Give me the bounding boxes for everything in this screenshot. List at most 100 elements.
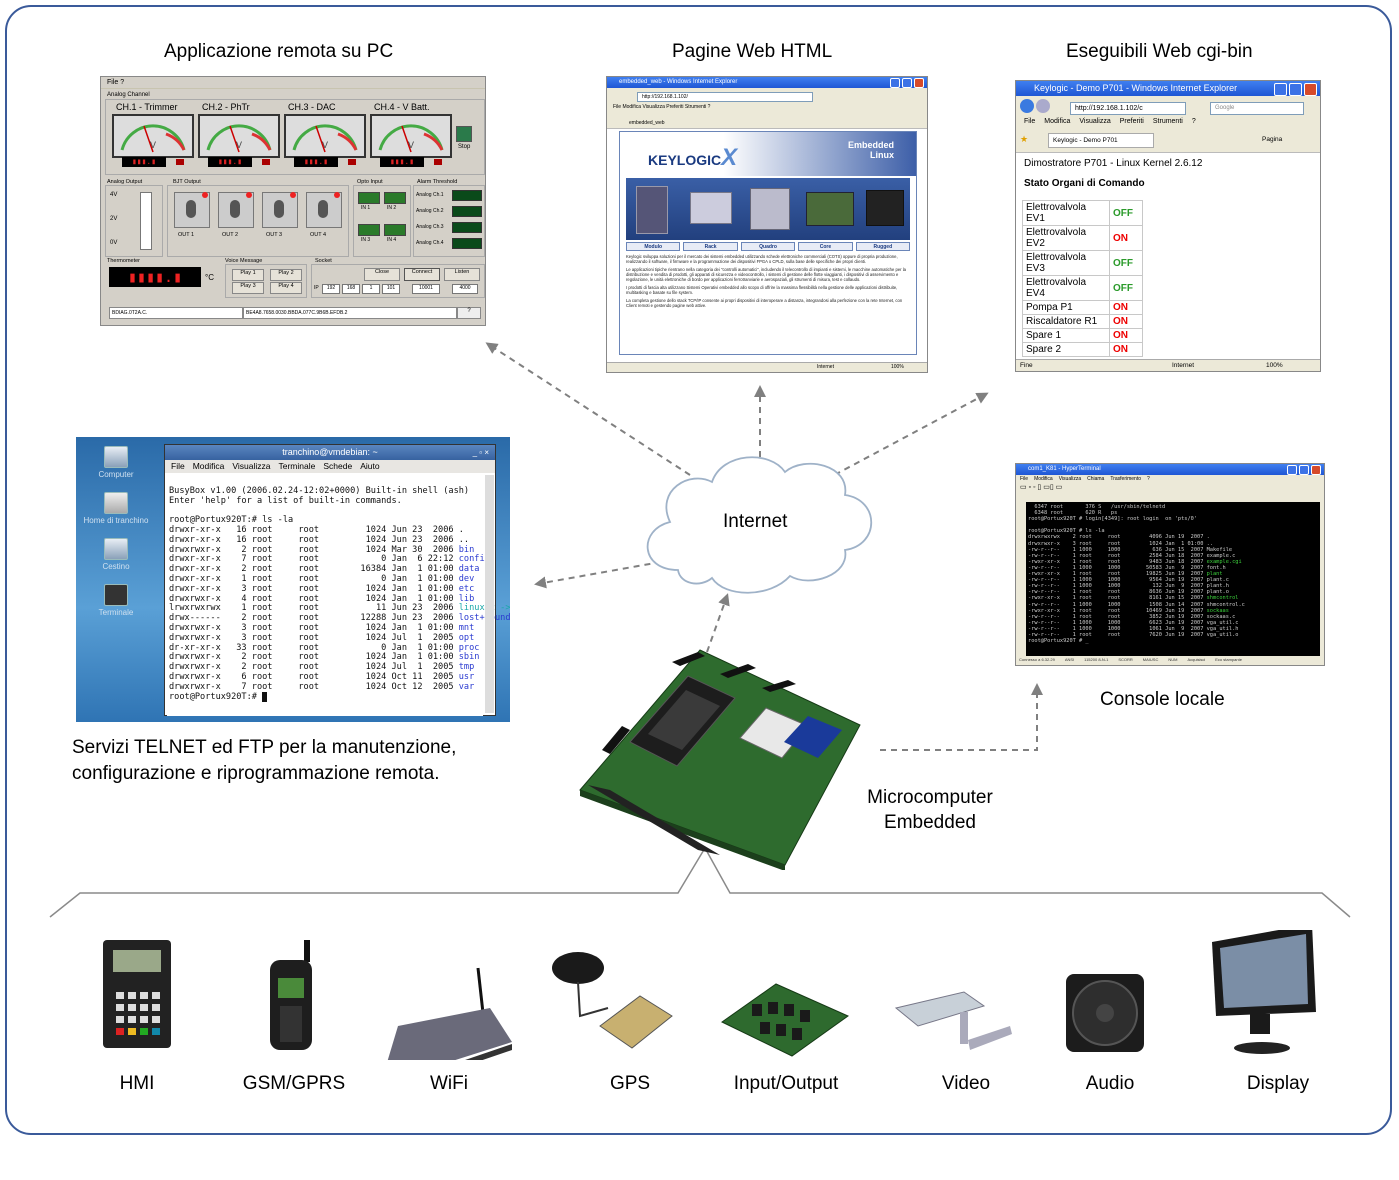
input-label: IN 4 [387, 237, 397, 243]
listing-filename: plant.o [1206, 589, 1229, 596]
web-nav-button[interactable]: Modulo [626, 242, 681, 251]
listen-button[interactable]: Listen [444, 268, 480, 281]
terminal-menu-item[interactable]: Schede [323, 461, 353, 471]
gauge-meter: V [284, 114, 366, 158]
hyper-menu-item[interactable]: File [1020, 476, 1029, 482]
micro-label-line1: Microcomputer [867, 787, 993, 808]
hyper-listing-line: -rw-r--r-- 1 root root 2584 Jun 18 2007 … [1028, 553, 1318, 559]
web-nav-button[interactable]: Core [798, 242, 853, 251]
terminal-output[interactable]: BusyBox v1.00 (2006.02.24-12:02+0000) Bu… [167, 475, 510, 716]
control-name: Spare 2 [1022, 342, 1110, 357]
web-zoom[interactable]: 100% [891, 364, 904, 370]
terminal-menu-item[interactable]: File [171, 461, 185, 471]
ip-octet-1[interactable]: 192 [322, 284, 340, 294]
port2-field[interactable]: 4000 [452, 284, 478, 294]
cgi-menu-item[interactable]: File [1024, 118, 1036, 125]
remote-help-button[interactable]: ? [457, 307, 481, 319]
remote-app-menu: File ? [101, 77, 485, 89]
maximize-icon[interactable] [1289, 83, 1302, 96]
minimize-icon[interactable] [1287, 465, 1297, 475]
close-icon[interactable] [1311, 465, 1321, 475]
ip-octet-3[interactable]: 1 [362, 284, 380, 294]
cgi-menu-item[interactable]: ? [1191, 118, 1196, 125]
alarm-value-display[interactable] [452, 222, 482, 233]
listing-filename: . [458, 524, 464, 535]
terminal-listing-line: drwxrwxr-x 2 root root 1024 Mar 30 2006 … [169, 545, 481, 556]
computer-icon[interactable] [104, 446, 128, 468]
terminal-scrollbar[interactable] [485, 475, 494, 713]
alarm-label: Analog Ch.4 [416, 240, 444, 246]
minimize-icon[interactable] [1274, 83, 1287, 96]
alarm-value-display[interactable] [452, 206, 482, 217]
close-icon[interactable] [914, 78, 924, 88]
stop-indicator[interactable] [456, 126, 472, 142]
cgi-menu-item[interactable]: Modifica [1044, 118, 1071, 125]
cgi-menu-item[interactable]: Strumenti [1152, 118, 1183, 125]
trash-icon[interactable] [104, 538, 128, 560]
listing-filename: vga_util.c [1206, 619, 1239, 626]
hyper-terminal-output[interactable]: 6347 root 376 S /usr/sbin/telnetd 6348 r… [1026, 502, 1320, 656]
hyper-menu-item[interactable]: ? [1147, 476, 1150, 482]
analog-output-slider[interactable] [140, 192, 152, 250]
web-address-bar[interactable]: http://192.168.1.102/ [637, 92, 813, 102]
channel-label: CH.4 - V Batt. [374, 102, 430, 112]
hyper-menu-item[interactable]: Chiama [1087, 476, 1105, 482]
cgi-zoom[interactable]: 100% [1266, 362, 1283, 369]
listing-attributes: -rw-r--r-- 1 root root 7620 Jun 19 2007 [1028, 631, 1207, 638]
play-3-button[interactable]: Play 3 [232, 282, 264, 294]
back-icon[interactable] [1020, 99, 1034, 113]
listing-filename: plant.h [1206, 583, 1229, 590]
cgi-page-button[interactable]: Pagina [1262, 136, 1283, 143]
listing-attributes: -rw-r--r-- 1 1000 1000 1061 Jun 9 2007 [1028, 625, 1207, 632]
window-controls-icon[interactable]: _ ▫ × [472, 448, 489, 457]
cgi-menu-item[interactable]: Visualizza [1079, 118, 1111, 125]
web-nav-button[interactable]: Quadro [740, 242, 796, 251]
svg-text:V: V [322, 140, 328, 150]
minimize-icon[interactable] [890, 78, 900, 88]
play-4-button[interactable]: Play 4 [270, 282, 302, 294]
web-tab[interactable]: embedded_web [607, 118, 927, 129]
terminal-icon[interactable] [104, 584, 128, 606]
hyper-listing-line: drwxrwxr-x 3 root root 1024 Jan 1 01:00 … [1028, 541, 1318, 547]
play-2-button[interactable]: Play 2 [270, 269, 302, 281]
listing-filename: tmp [458, 662, 475, 673]
cgi-tab[interactable]: Keylogic - Demo P701 [1048, 133, 1154, 148]
opto-led [384, 224, 406, 236]
channel-led [262, 159, 270, 165]
play-1-button[interactable]: Play 1 [232, 269, 264, 281]
maximize-icon[interactable] [902, 78, 912, 88]
port-field[interactable]: 10001 [412, 284, 440, 294]
alarm-value-display[interactable] [452, 190, 482, 201]
web-nav-button[interactable]: Rugged [855, 242, 911, 251]
cgi-address-bar[interactable]: http://192.168.1.102/c [1070, 102, 1186, 115]
hyper-menu-item[interactable]: Trasferimento [1110, 476, 1142, 482]
quadro-photo [750, 188, 790, 230]
terminal-menu-item[interactable]: Visualizza [232, 461, 271, 471]
hyper-menu-item[interactable]: Modifica [1034, 476, 1053, 482]
ip-octet-4[interactable]: 101 [382, 284, 400, 294]
ip-octet-2[interactable]: 168 [342, 284, 360, 294]
close-button[interactable]: Close [364, 268, 400, 281]
terminal-menu-item[interactable]: Modifica [192, 461, 225, 471]
hyper-listing-line: -rwxr-xr-x 1 root root 9483 Jun 18 2007 … [1028, 559, 1318, 565]
terminal-menu-item[interactable]: Terminale [278, 461, 316, 471]
hyper-toolbar-icons[interactable]: ▭ ▫ ◦ ▯ ▭▯ ▭ [1020, 484, 1063, 491]
connect-button[interactable]: Connect [404, 268, 440, 281]
cgi-menu-item[interactable]: Preferiti [1119, 118, 1144, 125]
alarm-value-display[interactable] [452, 238, 482, 249]
web-nav-button[interactable]: Rack [683, 242, 738, 251]
cgi-screenshot: Keylogic - Demo P701 - Windows Internet … [1015, 80, 1321, 372]
hyper-menu-item[interactable]: Visualizza [1058, 476, 1082, 482]
close-icon[interactable] [1304, 83, 1317, 96]
terminal-menu-item[interactable]: Aiuto [360, 461, 380, 471]
favorites-star-icon[interactable]: ★ [1020, 134, 1029, 144]
rack-photo [690, 192, 732, 224]
forward-icon[interactable] [1036, 99, 1050, 113]
maximize-icon[interactable] [1299, 465, 1309, 475]
listing-attributes: drwxrwxr-x 3 root root 1024 Jan 1 01:00 [169, 622, 459, 633]
home-folder-icon[interactable] [104, 492, 128, 514]
peripheral-label: Input/Output [733, 1073, 839, 1094]
cgi-search-field[interactable]: Google [1210, 102, 1304, 115]
input-output-board-image [721, 983, 850, 1057]
